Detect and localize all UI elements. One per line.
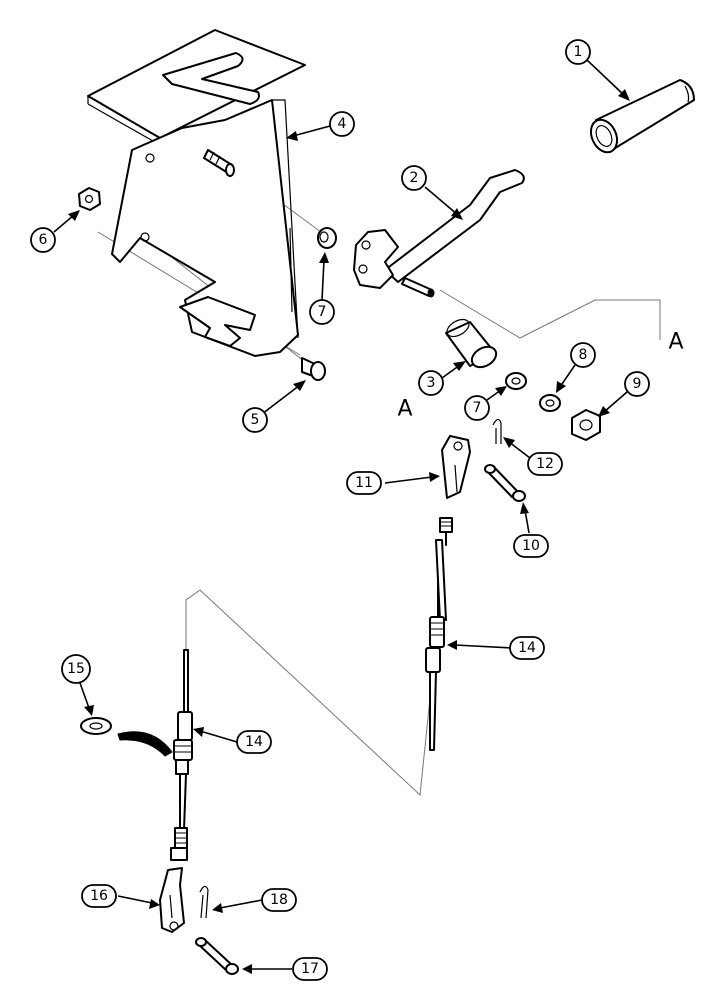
svg-text:3: 3 <box>427 375 436 391</box>
cable-upper-section <box>425 517 453 751</box>
svg-text:7: 7 <box>318 304 327 320</box>
callout-11: 11 <box>346 471 382 495</box>
callout-14-upper: 14 <box>509 636 545 660</box>
callout-1: 1 <box>565 39 591 65</box>
clevis-16 <box>159 867 185 933</box>
callout-7-right: 7 <box>464 395 490 421</box>
svg-text:7: 7 <box>473 400 482 416</box>
svg-text:15: 15 <box>67 661 85 677</box>
svg-text:18: 18 <box>270 892 288 908</box>
bushing-7-left <box>317 227 337 249</box>
washer-7-right <box>505 372 527 390</box>
callout-7-left: 7 <box>309 299 335 325</box>
washer-8 <box>539 394 561 412</box>
clevis-pin-17 <box>195 937 239 975</box>
svg-text:4: 4 <box>338 116 347 132</box>
svg-text:2: 2 <box>410 170 419 186</box>
clevis-pin-10 <box>484 464 526 502</box>
svg-text:6: 6 <box>39 232 48 248</box>
callout-14-lower: 14 <box>236 730 272 754</box>
bolt-5 <box>301 357 326 381</box>
svg-text:10: 10 <box>522 538 540 554</box>
cable-lower-section <box>170 649 193 861</box>
lever-2 <box>353 169 525 298</box>
svg-text:8: 8 <box>579 347 588 363</box>
svg-text:17: 17 <box>301 961 319 977</box>
svg-text:1: 1 <box>574 44 583 60</box>
callout-18: 18 <box>261 888 297 912</box>
clevis-11 <box>441 435 471 499</box>
callout-15: 15 <box>61 654 91 684</box>
connector-ref-right: A <box>668 330 683 355</box>
washer-15 <box>80 717 173 757</box>
cotter-pin-12 <box>492 418 502 444</box>
pedal-bracket-assembly <box>87 29 306 357</box>
cotter-pin-18 <box>199 885 209 919</box>
svg-text:A: A <box>397 397 412 422</box>
connector-ref-left: A <box>397 397 412 422</box>
handle-grip-1 <box>589 79 695 154</box>
svg-text:12: 12 <box>536 456 554 472</box>
callout-9: 9 <box>624 371 650 397</box>
svg-text:14: 14 <box>245 734 263 750</box>
svg-text:16: 16 <box>90 888 108 904</box>
svg-text:5: 5 <box>251 412 260 428</box>
callout-5: 5 <box>242 407 268 433</box>
callout-3: 3 <box>418 370 444 396</box>
callout-4: 4 <box>329 111 355 137</box>
leader-lines <box>53 59 630 974</box>
callout-12: 12 <box>527 452 563 476</box>
bushing-3 <box>445 318 498 369</box>
nut-9 <box>571 409 601 441</box>
callout-6: 6 <box>30 227 56 253</box>
callout-16: 16 <box>81 884 117 908</box>
callout-8: 8 <box>570 342 596 368</box>
callout-17: 17 <box>292 957 328 981</box>
pedal-pad-slot <box>162 52 260 105</box>
callout-2: 2 <box>401 165 427 191</box>
svg-text:A: A <box>668 330 683 355</box>
bracket-foot <box>179 296 256 347</box>
svg-text:9: 9 <box>633 376 642 392</box>
nut-6 <box>78 187 101 211</box>
svg-text:11: 11 <box>355 475 373 491</box>
callout-10: 10 <box>513 534 549 558</box>
svg-text:14: 14 <box>518 640 536 656</box>
